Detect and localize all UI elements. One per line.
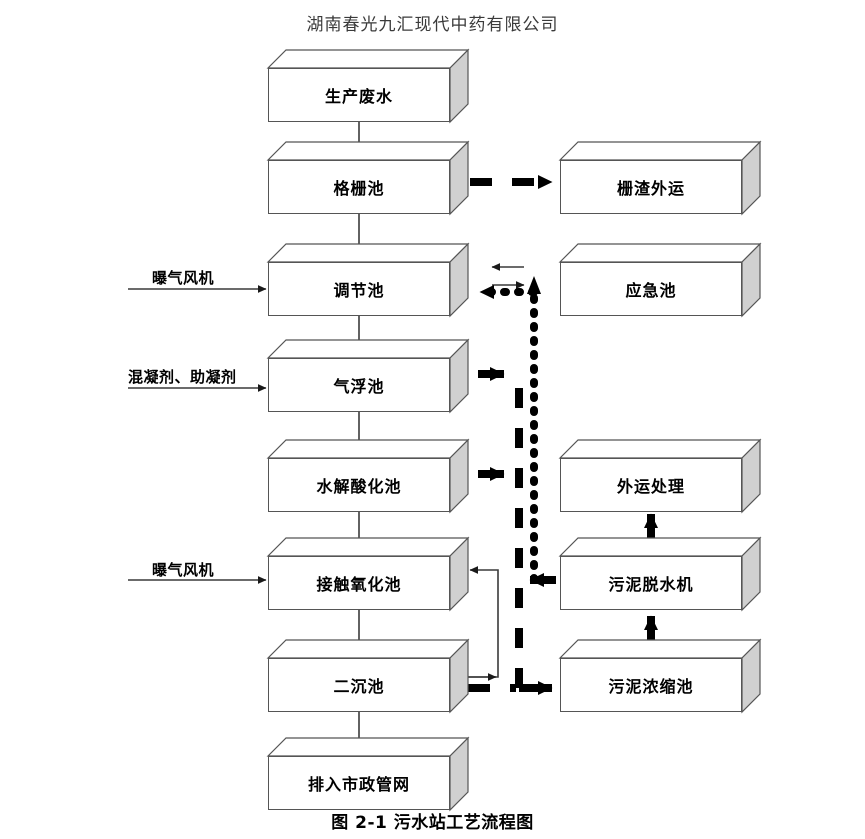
node-discharge-municipal-pipe[interactable]: 排入市政管网 [266,736,470,812]
node-hydrolysis-acidification-tank[interactable]: 水解酸化池 [266,438,470,514]
box-3d-shading [266,48,470,124]
node-sludge-thickening-tank[interactable]: 污泥浓缩池 [558,638,762,714]
box-3d-shading [558,242,762,318]
figure-caption: 图 2-1 污水站工艺流程图 [331,813,534,833]
left-input-connectors [128,285,267,584]
node-production-wastewater[interactable]: 生产废水 [266,48,470,124]
box-3d-shading [266,536,470,612]
node-label: 应急池 [560,262,742,316]
node-label: 接触氧化池 [268,556,450,610]
node-outward-transport-treatment[interactable]: 外运处理 [558,438,762,514]
node-air-flotation-tank[interactable]: 气浮池 [266,338,470,414]
node-label: 气浮池 [268,358,450,412]
box-3d-shading [558,140,762,216]
node-emergency-tank[interactable]: 应急池 [558,242,762,318]
dewatering-return-corner-arrow [527,276,541,294]
box-3d-shading [558,438,762,514]
box-3d-shading [266,736,470,812]
node-label: 二沉池 [268,658,450,712]
node-contact-oxidation-tank[interactable]: 接触氧化池 [266,536,470,612]
node-secondary-settling-tank[interactable]: 二沉池 [266,638,470,714]
node-sludge-dewatering-machine[interactable]: 污泥脱水机 [558,536,762,612]
node-label: 污泥浓缩池 [560,658,742,712]
box-3d-shading [266,438,470,514]
node-label: 污泥脱水机 [560,556,742,610]
node-label: 水解酸化池 [268,458,450,512]
node-label: 栅渣外运 [560,160,742,214]
regulating-emergency-connectors [491,263,525,289]
node-label: 格栅池 [268,160,450,214]
page-title: 湖南春光九汇现代中药有限公司 [306,15,559,35]
box-3d-shading [558,638,762,714]
node-label: 生产废水 [268,68,450,122]
node-label: 调节池 [268,262,450,316]
node-grid-residue-transport[interactable]: 栅渣外运 [558,140,762,216]
node-grid-tank[interactable]: 格栅池 [266,140,470,216]
sludge-stub-connectors [478,367,505,481]
node-label: 外运处理 [560,458,742,512]
edge-label-aeration-blower-1: 曝气风机 [152,269,215,287]
edge-label-aeration-blower-2: 曝气风机 [152,561,215,579]
box-3d-shading [266,638,470,714]
node-label: 排入市政管网 [268,756,450,810]
node-regulating-tank[interactable]: 调节池 [266,242,470,318]
edge-label-coagulant-aid: 混凝剂、助凝剂 [128,368,237,386]
box-3d-shading [266,242,470,318]
